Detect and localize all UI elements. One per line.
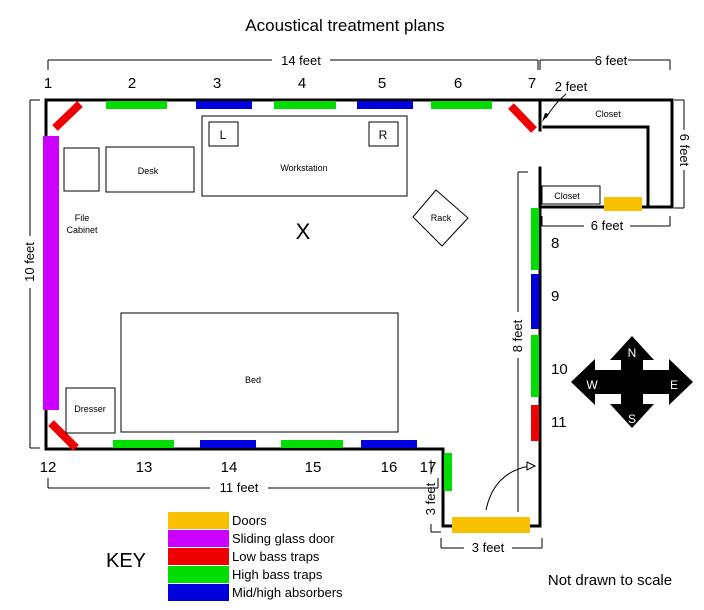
mid-high-absorber — [531, 274, 539, 329]
high-bass-trap — [531, 208, 539, 270]
position-label: 4 — [298, 75, 306, 92]
scale-note: Not drawn to scale — [548, 572, 672, 589]
position-label: 9 — [551, 288, 559, 305]
compass-west-label: W — [586, 378, 598, 392]
low-bass-trap — [52, 101, 83, 131]
rack-box — [412, 189, 469, 247]
compass-north-label: N — [628, 346, 637, 360]
high-bass-trap — [281, 440, 343, 448]
legend-swatch-doors — [168, 512, 229, 529]
dimension-closet-offset: 2 feet — [555, 79, 588, 94]
workstation-label: Workstation — [280, 163, 327, 173]
position-label: 2 — [128, 75, 136, 92]
mid-high-absorber — [357, 101, 413, 109]
legend-label: Low bass traps — [232, 549, 320, 564]
closet-upper-label: Closet — [595, 109, 621, 119]
workstation-box — [201, 115, 408, 197]
dimension-door-depth: 3 feet — [423, 482, 438, 515]
diagram-title: Acoustical treatment plans — [245, 16, 444, 35]
low-bass-trap — [531, 405, 539, 441]
speaker-right-box — [368, 121, 399, 147]
furniture — [63, 115, 601, 434]
file-cabinet-label: File — [75, 213, 90, 223]
position-label: 12 — [40, 459, 57, 476]
position-label: 17 — [420, 459, 437, 476]
position-label: 13 — [136, 459, 153, 476]
bed-label: Bed — [245, 375, 261, 385]
bed-box — [120, 312, 399, 433]
position-numbers: 1 2 3 4 5 6 7 8 9 10 11 12 13 14 15 16 1… — [40, 75, 568, 476]
dimension-closet-width-top: 6 feet — [595, 53, 628, 68]
dresser-box — [65, 387, 116, 434]
legend-swatch-sliding-glass-door — [168, 530, 229, 547]
speaker-left-box — [208, 121, 239, 147]
dimension-top-width: 14 feet — [281, 53, 321, 68]
high-bass-trap — [274, 101, 336, 109]
dimension-closet-depth: 6 feet — [677, 134, 692, 167]
closet-lower-label: Closet — [554, 191, 580, 201]
legend-label: Sliding glass door — [232, 531, 335, 546]
dimension-lines — [29, 59, 685, 549]
legend-swatch-high-bass-traps — [168, 566, 229, 583]
legend-swatch-mid-high-absorbers — [168, 584, 229, 601]
position-label: 6 — [454, 75, 462, 92]
position-label: 5 — [378, 75, 386, 92]
mid-high-absorber — [200, 440, 256, 448]
speaker-right-label: R — [379, 128, 388, 142]
sliding-glass-door — [43, 136, 59, 410]
dimension-right-height: 8 feet — [510, 319, 525, 352]
entry-door — [452, 517, 530, 533]
dimension-bottom-width: 11 feet — [220, 480, 259, 495]
compass-south-label: S — [628, 412, 636, 426]
desk-label: Desk — [138, 166, 159, 176]
legend-swatch-low-bass-traps — [168, 548, 229, 565]
listening-position-marker: X — [296, 219, 311, 244]
position-label: 10 — [551, 361, 568, 378]
position-label: 16 — [381, 459, 398, 476]
high-bass-trap — [431, 101, 492, 109]
low-bass-trap — [508, 103, 537, 133]
compass-east-label: E — [670, 378, 678, 392]
position-label: 8 — [551, 235, 559, 252]
dresser-label: Dresser — [74, 404, 106, 414]
position-label: 3 — [213, 75, 221, 92]
high-bass-trap — [531, 335, 539, 397]
closet-door — [604, 197, 642, 211]
legend-label: High bass traps — [232, 567, 323, 582]
position-label: 15 — [305, 459, 322, 476]
legend-label: Doors — [232, 513, 267, 528]
speaker-left-label: L — [220, 128, 227, 142]
rack-label: Rack — [431, 213, 452, 223]
dimension-left-height: 10 feet — [22, 242, 37, 282]
legend: KEY Doors Sliding glass door Low bass tr… — [106, 512, 343, 601]
legend-label: Mid/high absorbers — [232, 585, 343, 600]
position-label: 1 — [44, 75, 52, 92]
closet-door-swing-arrow — [545, 93, 567, 119]
low-bass-trap — [48, 420, 79, 451]
legend-heading: KEY — [106, 550, 146, 572]
compass-arrow-icon — [571, 336, 693, 428]
high-bass-trap — [113, 440, 174, 448]
high-bass-trap — [106, 101, 167, 109]
entry-door-swing-arrow — [485, 465, 531, 511]
high-bass-trap — [444, 453, 452, 491]
closet-lower-box — [541, 185, 601, 205]
position-label: 11 — [551, 414, 567, 431]
dimension-door-width: 3 feet — [472, 540, 505, 555]
dimension-closet-width-bottom: 6 feet — [591, 218, 624, 233]
closet-arrow-head — [542, 113, 549, 122]
mid-high-absorber — [361, 440, 417, 448]
position-label: 14 — [221, 459, 238, 476]
file-cabinet-label: Cabinet — [66, 225, 98, 235]
acoustic-treatments — [43, 101, 642, 533]
compass-rose: N S W E — [571, 336, 693, 428]
mid-high-absorber — [196, 101, 252, 109]
file-cabinet-box — [63, 147, 100, 192]
position-label: 7 — [528, 75, 536, 92]
entry-arrow-head — [526, 461, 537, 471]
desk-box — [105, 146, 195, 193]
